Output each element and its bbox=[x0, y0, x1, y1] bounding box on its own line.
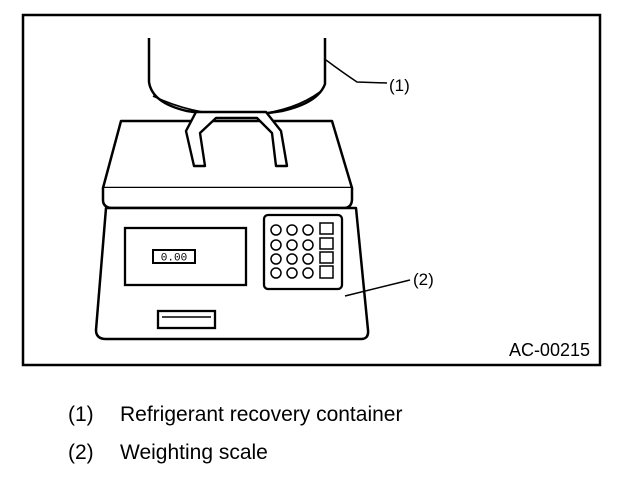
container-stand bbox=[184, 110, 289, 168]
scale-keypad bbox=[262, 213, 344, 291]
keypad-key bbox=[270, 253, 282, 265]
keypad-key bbox=[270, 239, 282, 251]
keypad-key bbox=[302, 253, 314, 265]
keypad-key bbox=[286, 239, 298, 251]
keypad-key bbox=[302, 239, 314, 251]
legend-number: (1) bbox=[68, 403, 94, 426]
legend-number: (2) bbox=[68, 441, 94, 464]
callout-1: (1) bbox=[389, 76, 410, 95]
keypad-key bbox=[270, 224, 282, 236]
recovery-container bbox=[147, 38, 327, 117]
keypad-key bbox=[319, 265, 334, 279]
leader-line-2 bbox=[344, 279, 411, 297]
diagram-figure: 0.00 (1) (2) AC- bbox=[21, 13, 602, 367]
keypad-key bbox=[286, 267, 298, 279]
legend-text: Refrigerant recovery container bbox=[120, 403, 403, 426]
scale-slot bbox=[156, 309, 217, 330]
leader-line-1 bbox=[325, 59, 388, 84]
legend-item-1: (1) Refrigerant recovery container bbox=[68, 396, 628, 434]
keypad-key bbox=[319, 222, 334, 235]
legend: (1) Refrigerant recovery container (2) W… bbox=[68, 396, 628, 472]
keypad-key bbox=[286, 253, 298, 265]
legend-text: Weighting scale bbox=[120, 441, 268, 464]
keypad-key bbox=[319, 237, 334, 250]
keypad-key bbox=[319, 251, 334, 264]
keypad-key bbox=[302, 267, 314, 279]
callout-2: (2) bbox=[413, 270, 434, 289]
legend-item-2: (2) Weighting scale bbox=[68, 434, 628, 472]
keypad-key bbox=[286, 224, 298, 236]
scale-platform bbox=[101, 119, 354, 210]
scale-display: 0.00 bbox=[123, 226, 248, 287]
keypad-key bbox=[270, 267, 282, 279]
figure-id: AC-00215 bbox=[509, 340, 590, 360]
keypad-key bbox=[302, 224, 314, 236]
display-reading: 0.00 bbox=[161, 253, 187, 265]
